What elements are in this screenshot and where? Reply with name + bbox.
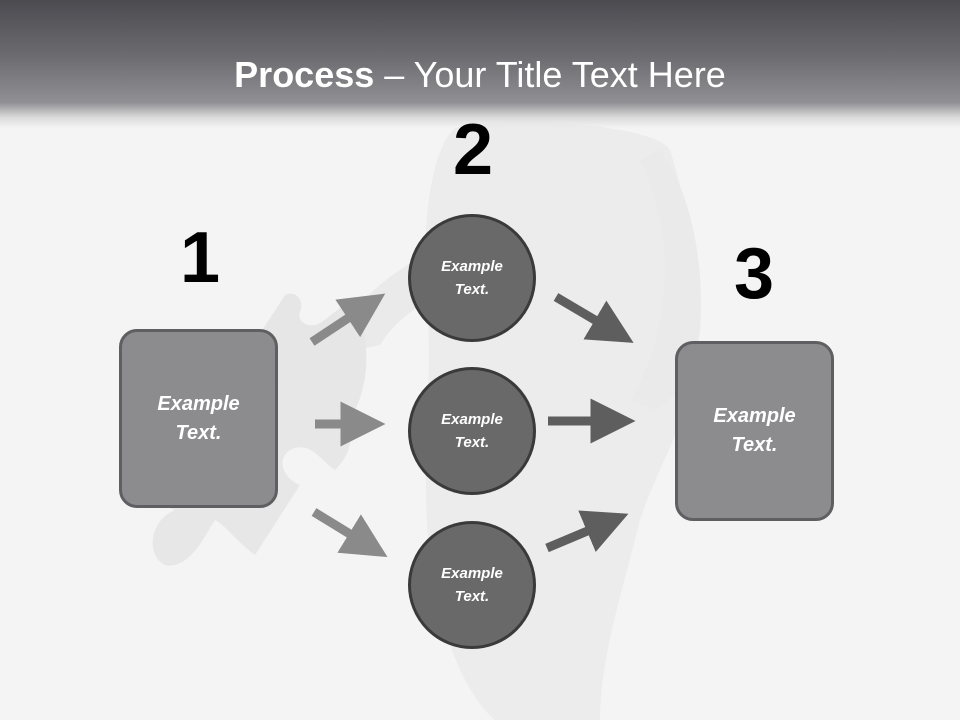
slide-title: Process – Your Title Text Here (0, 52, 960, 98)
step-1-label: Example Text. (157, 392, 240, 444)
step-3-number: 3 (733, 234, 775, 314)
arrow-2c-to-3 (545, 510, 629, 553)
title-bold: Process (234, 54, 375, 95)
step-3-label: Example Text. (713, 405, 796, 456)
step-2-number: 2 (452, 110, 494, 190)
step-2-circle-2-label: Example Text. (441, 411, 503, 451)
step-3-box: Example Text. (675, 341, 834, 521)
arrow-1-to-2c (311, 508, 388, 558)
arrow-2a-to-3 (553, 293, 634, 343)
title-rest: – Your Title Text Here (374, 54, 726, 95)
step-2-circle-3: Example Text. (408, 521, 536, 649)
step-2-circle-2: Example Text. (408, 367, 536, 495)
step-1-box: Example Text. (119, 329, 278, 508)
step-2-circle-1: Example Text. (408, 214, 536, 342)
step-1-number: 1 (179, 218, 221, 298)
header-bar (0, 0, 960, 128)
step-2-circle-3-label: Example Text. (441, 565, 503, 605)
arrow-1-to-2a (309, 293, 386, 346)
step-2-circle-1-label: Example Text. (441, 258, 503, 298)
